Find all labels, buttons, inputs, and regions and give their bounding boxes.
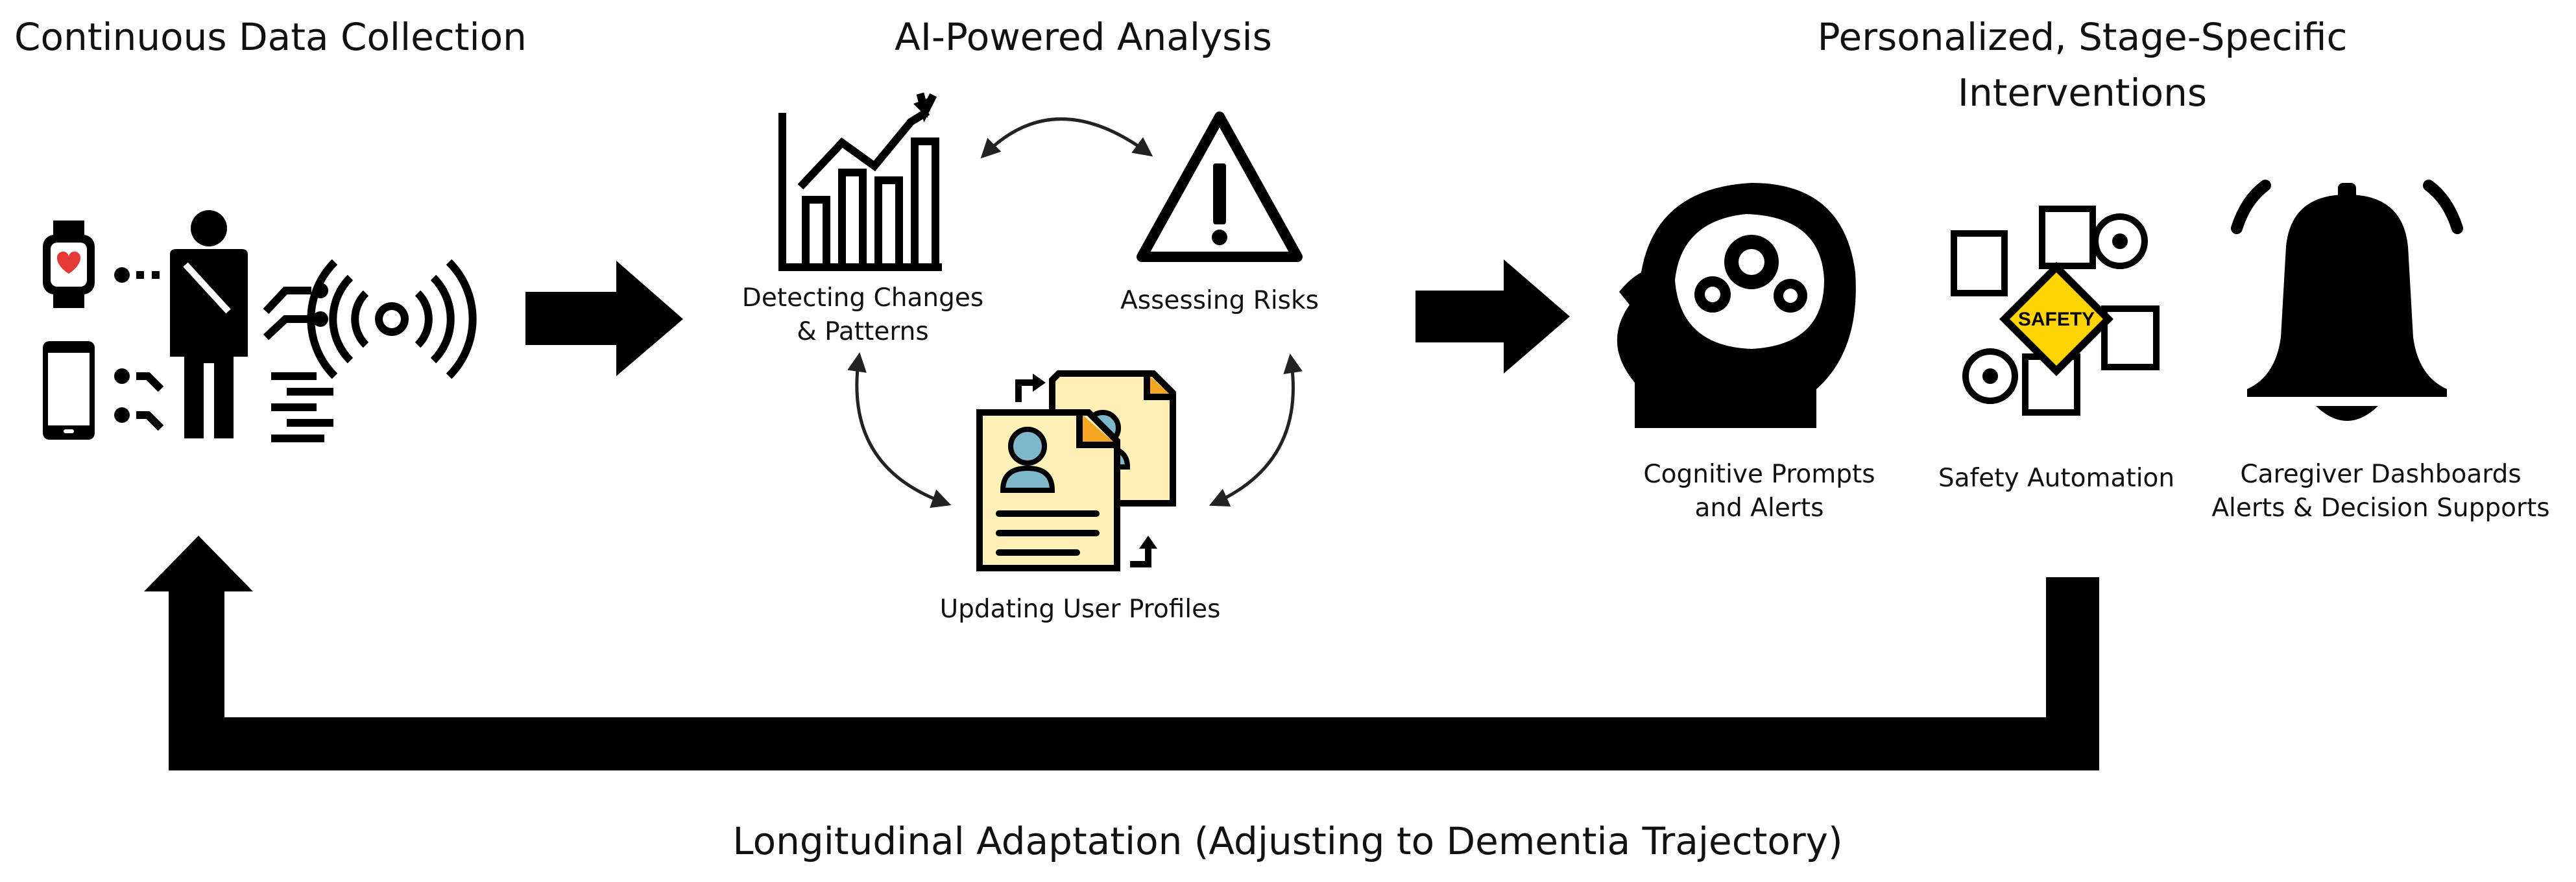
- feedback-label: Longitudinal Adaptation (Adjusting to De…: [732, 819, 1843, 863]
- bar-chart-icon: [778, 92, 942, 271]
- warning-icon: [1137, 112, 1303, 262]
- signal-icon: [307, 259, 477, 379]
- data-lines-icon: [271, 372, 333, 442]
- brain-gears-icon: [1617, 183, 1856, 428]
- safety-label: Safety Automation: [1938, 464, 2175, 493]
- bell-icon: [2231, 180, 2463, 421]
- caregiver-label: Caregiver Dashboards Alerts & Decision S…: [2211, 460, 2550, 523]
- assessing-label: Assessing Risks: [1120, 286, 1319, 315]
- updating-label: Updating User Profiles: [939, 595, 1221, 624]
- feedback-loop-arrow: [144, 536, 2099, 770]
- analysis-title: AI-Powered Analysis: [895, 15, 1272, 59]
- person-icon: [170, 210, 248, 438]
- analysis-cycle-arrows: [847, 117, 1303, 508]
- collection-title: Continuous Data Collection: [14, 15, 527, 59]
- cognitive-label: Cognitive Prompts and Alerts: [1643, 460, 1875, 523]
- connector-dots: [114, 267, 164, 431]
- smartwatch-icon: [43, 220, 95, 308]
- flow-arrow-2: [1415, 259, 1570, 374]
- flow-arrow-1: [525, 261, 683, 376]
- interventions-title: Personalized, Stage-Specific Interventio…: [1817, 15, 2348, 115]
- smartphone-icon: [43, 341, 95, 440]
- user-profile-docs-icon: [976, 370, 1176, 571]
- detecting-label: Detecting Changes & Patterns: [741, 283, 984, 346]
- safety-sign-text: SAFETY: [2018, 309, 2095, 330]
- safety-gears-icon: SAFETY: [1951, 206, 2160, 416]
